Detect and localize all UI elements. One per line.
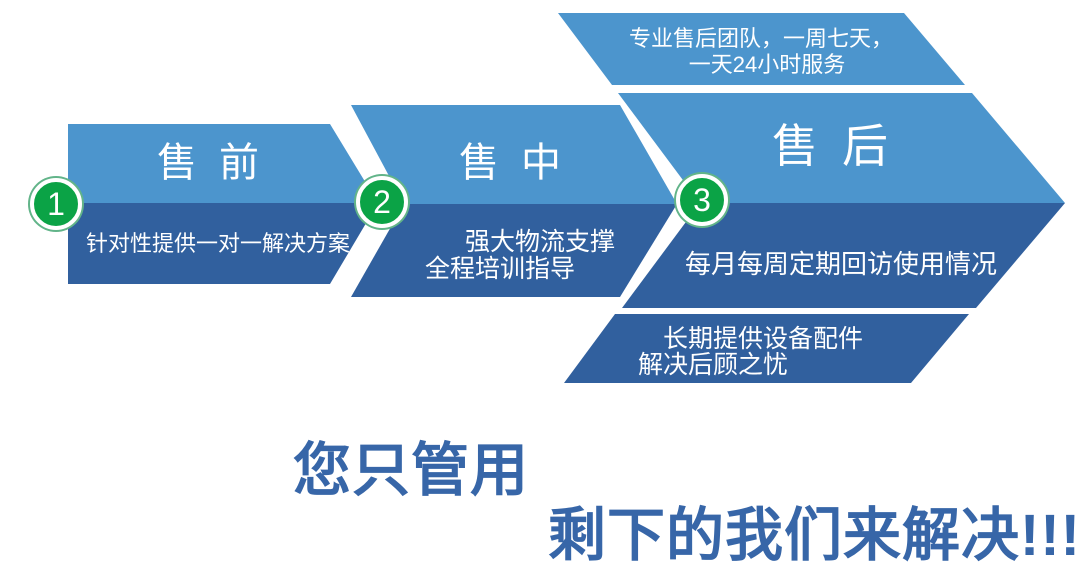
midsale-desc-line1: 强大物流支撑 bbox=[464, 228, 615, 256]
presale-desc-shape bbox=[68, 203, 378, 284]
aftersale-desc-shape bbox=[622, 203, 1065, 308]
midsale-title-shape bbox=[351, 105, 677, 204]
aftersale-top-note-line1: 专业售后团队，一周七天， bbox=[628, 26, 893, 51]
presale-title-shape bbox=[68, 124, 378, 203]
midsale-title: 售中 bbox=[459, 141, 583, 185]
step-3-number: 3 bbox=[693, 181, 711, 218]
slogan-line-2: 剩下的我们来解决!!! bbox=[548, 503, 1081, 568]
step-2-number: 2 bbox=[373, 183, 391, 220]
aftersale-top-note-line2: 一天24小时服务 bbox=[688, 52, 846, 77]
aftersale-desc: 每月每周定期回访使用情况 bbox=[684, 249, 997, 279]
aftersale-top-note-shape bbox=[558, 13, 965, 85]
step-1-number: 1 bbox=[47, 185, 65, 222]
presale-title: 售前 bbox=[157, 141, 281, 185]
step-1-badge: 1 bbox=[30, 178, 82, 230]
presale-desc: 针对性提供一对一解决方案 bbox=[85, 231, 350, 256]
aftersale-bottom-note-line1: 长期提供设备配件 bbox=[662, 325, 863, 353]
aftersale-title: 售后 bbox=[772, 120, 912, 172]
step-3-badge: 3 bbox=[676, 174, 728, 226]
aftersale-bottom-note-line2: 解决后顾之忧 bbox=[637, 351, 788, 379]
step-2-badge: 2 bbox=[356, 176, 408, 228]
midsale-desc-shape bbox=[351, 204, 677, 297]
aftersale-bottom-note-shape bbox=[564, 314, 969, 383]
slogan-line-1: 您只管用 bbox=[293, 438, 530, 503]
aftersale-title-shape bbox=[618, 93, 1065, 203]
midsale-desc-line2: 全程培训指导 bbox=[424, 255, 575, 283]
